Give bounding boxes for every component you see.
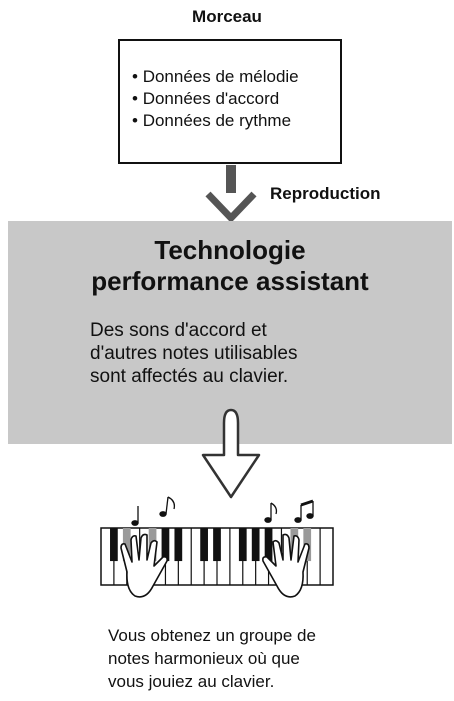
list-item-melody: Données de mélodie [132,66,340,88]
technology-title: Technologie performance assistant [8,235,452,297]
technology-description-line3: sont affectés au clavier. [90,366,289,387]
music-note-icon [131,496,314,526]
result-line3: vous jouiez au clavier. [108,672,275,691]
arrow-down-solid-icon [205,165,257,224]
result-line1: Vous obtenez un groupe de [108,626,316,645]
right-hand [262,533,310,598]
list-item-chord: Données d'accord [132,88,340,110]
black-key [110,528,118,562]
black-key [122,528,131,562]
result-line2: notes harmonieux où que [108,649,300,668]
technology-title-line2: performance assistant [91,266,369,296]
black-key [161,528,170,562]
black-key [213,528,221,562]
song-data-list: Données de mélodie Données d'accord Donn… [120,41,340,132]
left-hand [120,533,168,598]
song-title: Morceau [192,7,262,26]
technology-panel: Technologie performance assistant Des so… [8,221,452,444]
technology-description-line2: d'autres notes utilisables [90,343,298,364]
list-item-rhythm: Données de rythme [132,110,340,132]
black-key [264,528,273,562]
song-box: Données de mélodie Données d'accord Donn… [118,39,342,164]
black-key [251,528,260,562]
arrow-down-outline-icon [201,408,261,499]
technology-description: Des sons d'accord et d'autres notes util… [90,319,430,388]
technology-title-line1: Technologie [154,235,306,265]
black-key [200,528,208,562]
technology-description-line1: Des sons d'accord et [90,320,267,341]
black-key [174,528,183,562]
playback-label: Reproduction [270,184,381,203]
hands-icon [120,533,310,598]
black-key [238,528,247,562]
result-description: Vous obtenez un groupe de notes harmonie… [108,624,438,693]
